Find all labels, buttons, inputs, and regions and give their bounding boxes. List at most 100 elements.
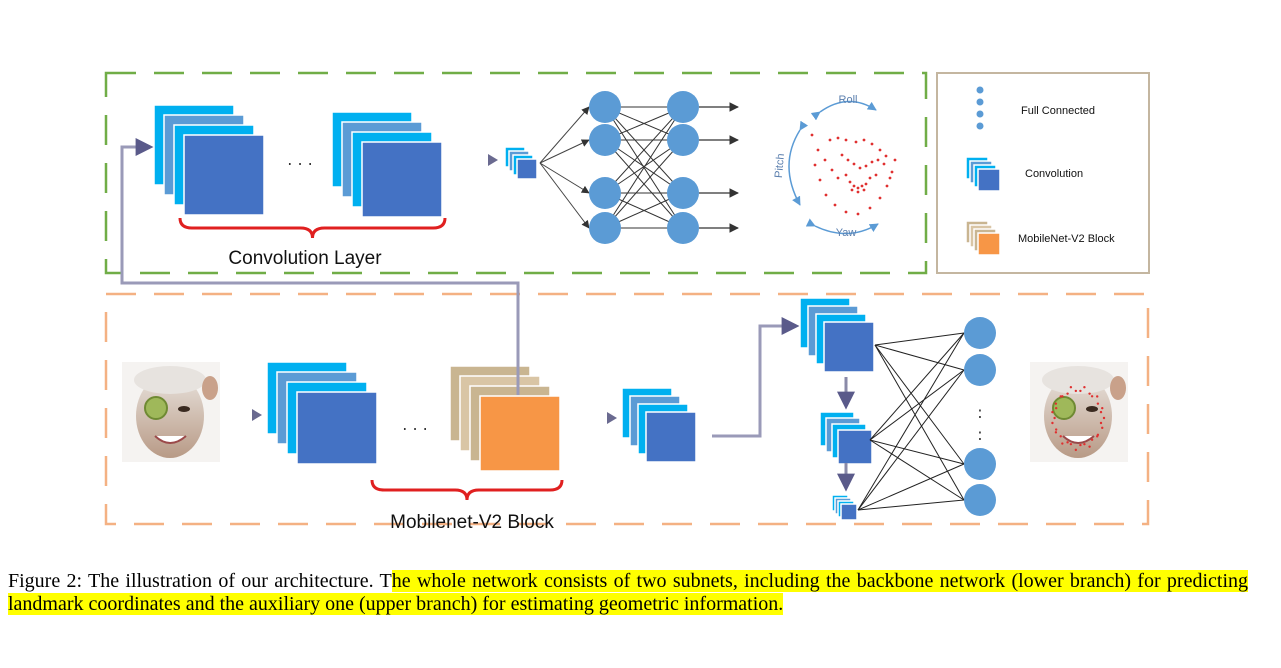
landmark-dot (888, 176, 892, 180)
face-image-output-landmark (1074, 448, 1078, 452)
legend-fc-dot-3 (976, 110, 984, 118)
roll-label: Roll (839, 94, 858, 106)
landmark-dot (824, 193, 828, 197)
upper-fc-node-left-2 (589, 124, 621, 156)
upper-fc-node-left-3 (589, 177, 621, 209)
face-image-input-smile (154, 435, 187, 444)
landmark-dot (823, 158, 827, 162)
face-image-output-landmark (1059, 435, 1062, 438)
lower-fc-edge (874, 344, 965, 501)
lower-fc-node-1 (964, 317, 996, 349)
landmark-dot (890, 170, 894, 174)
face-image-output-landmark (1074, 389, 1078, 393)
upper-small-conv (504, 146, 538, 180)
multiscale-conv-1 (799, 297, 875, 373)
face-image-output-landmark (1102, 416, 1106, 420)
upper-conv-stack-1 (153, 104, 265, 216)
multiscale-conv-1-layer-4 (823, 321, 875, 373)
lower-mobilenet-stack-layer-4 (479, 395, 561, 472)
lower-fc-edge (874, 332, 965, 346)
legend-conv-icon (965, 156, 1001, 192)
landmark-dot (862, 138, 866, 142)
lower-fc-edge (857, 463, 965, 511)
face-image-output-landmark (1051, 421, 1054, 425)
face-image-output-landmark (1054, 402, 1058, 405)
landmark-dot (813, 163, 817, 167)
upper-fc-node-left-1 (589, 91, 621, 123)
vertical-ellipsis-1: : (977, 403, 982, 422)
face-image-output-landmark (1061, 442, 1064, 445)
roll-arc-icon (810, 100, 877, 121)
landmark-dot (868, 206, 872, 210)
lower-fc-edge (857, 332, 965, 511)
landmark-dot (860, 184, 864, 188)
legend-conv-icon-layer-4 (977, 168, 1001, 192)
lower-arrow-to-multiscale (712, 317, 800, 438)
face-image-output-cucumber (1052, 396, 1076, 420)
landmark-dot (816, 148, 820, 152)
upper-fc-input-edge (539, 106, 590, 164)
upper-fc-node-right-2 (667, 124, 699, 156)
landmark-dot (878, 148, 882, 152)
landmark-dot (856, 186, 860, 190)
lower-conv-stack-1-layer-4 (296, 391, 378, 465)
lower-conv-mid (621, 387, 697, 463)
landmark-dot (833, 203, 837, 207)
legend-frame (936, 72, 1150, 274)
caption-prefix: Figure 2: The illustration of our archit… (8, 570, 392, 592)
landmark-dot (874, 173, 878, 177)
lower-fc-edge (869, 439, 965, 501)
landmark-dot (836, 176, 840, 180)
landmark-dot (844, 210, 848, 214)
landmark-dot (856, 212, 860, 216)
landmark-dot (810, 133, 814, 137)
legend-convolution-label: Convolution (1025, 168, 1083, 180)
lower-arrow-input-head (252, 409, 262, 421)
upper-branch-label: Convolution Layer (228, 248, 382, 269)
face-image-output-landmark (1066, 441, 1069, 444)
upper-fc-edge (604, 106, 684, 194)
multiscale-conv-3-layer-4 (840, 503, 858, 521)
face-image-input-eye (178, 406, 190, 412)
multiscale-conv-2-layer-4 (837, 429, 873, 465)
lower-fc-edge (874, 344, 965, 371)
lower-fc-edge (874, 344, 965, 465)
landmark-dot (862, 188, 866, 192)
face-image-input-hand (202, 376, 218, 400)
face-image-input-cucumber (144, 396, 168, 420)
upper-fc-edge (604, 139, 684, 229)
upper-conv-stack-2-layer-4 (361, 141, 443, 218)
face-image-output-landmark (1061, 395, 1064, 398)
landmark-dot (840, 153, 844, 157)
lower-branch-frame (104, 292, 1150, 526)
legend-mobilenet-icon-layer-4 (977, 232, 1001, 256)
lower-fc-edge (857, 499, 965, 511)
landmark-dot (885, 184, 889, 188)
face-image-output-landmark (1079, 443, 1082, 447)
landmark-dot (882, 162, 886, 166)
face-image-output-landmark (1079, 389, 1082, 393)
landmark-dot (893, 158, 897, 162)
multiscale-conv-2 (819, 411, 873, 465)
legend-fc-dot-2 (976, 98, 984, 106)
yaw-arc-icon (805, 218, 879, 235)
face-image-output-towel (1042, 366, 1114, 394)
lower-conv-mid-layer-4 (645, 411, 697, 463)
upper-fc-node-right-3 (667, 177, 699, 209)
face-image-output-landmark (1053, 416, 1056, 420)
landmark-dot (844, 138, 848, 142)
landmark-dot (836, 136, 840, 140)
landmark-dot (852, 184, 856, 188)
multiscale-conv-3 (831, 494, 858, 521)
landmark-dot (856, 190, 860, 194)
architecture-diagram: Convolution Layer Mobilenet-V2 Block . .… (104, 71, 1150, 533)
face-image-output-eye (1086, 406, 1098, 412)
upper-fc-node-left-4 (589, 212, 621, 244)
landmark-dot (878, 196, 882, 200)
lower-fc-node-2 (964, 354, 996, 386)
vertical-ellipsis-2: : (977, 425, 982, 444)
landmark-dot (864, 164, 868, 168)
landmark-dot (852, 162, 856, 166)
face-image-output-smile (1062, 435, 1095, 444)
upper-branch-frame (104, 71, 928, 275)
